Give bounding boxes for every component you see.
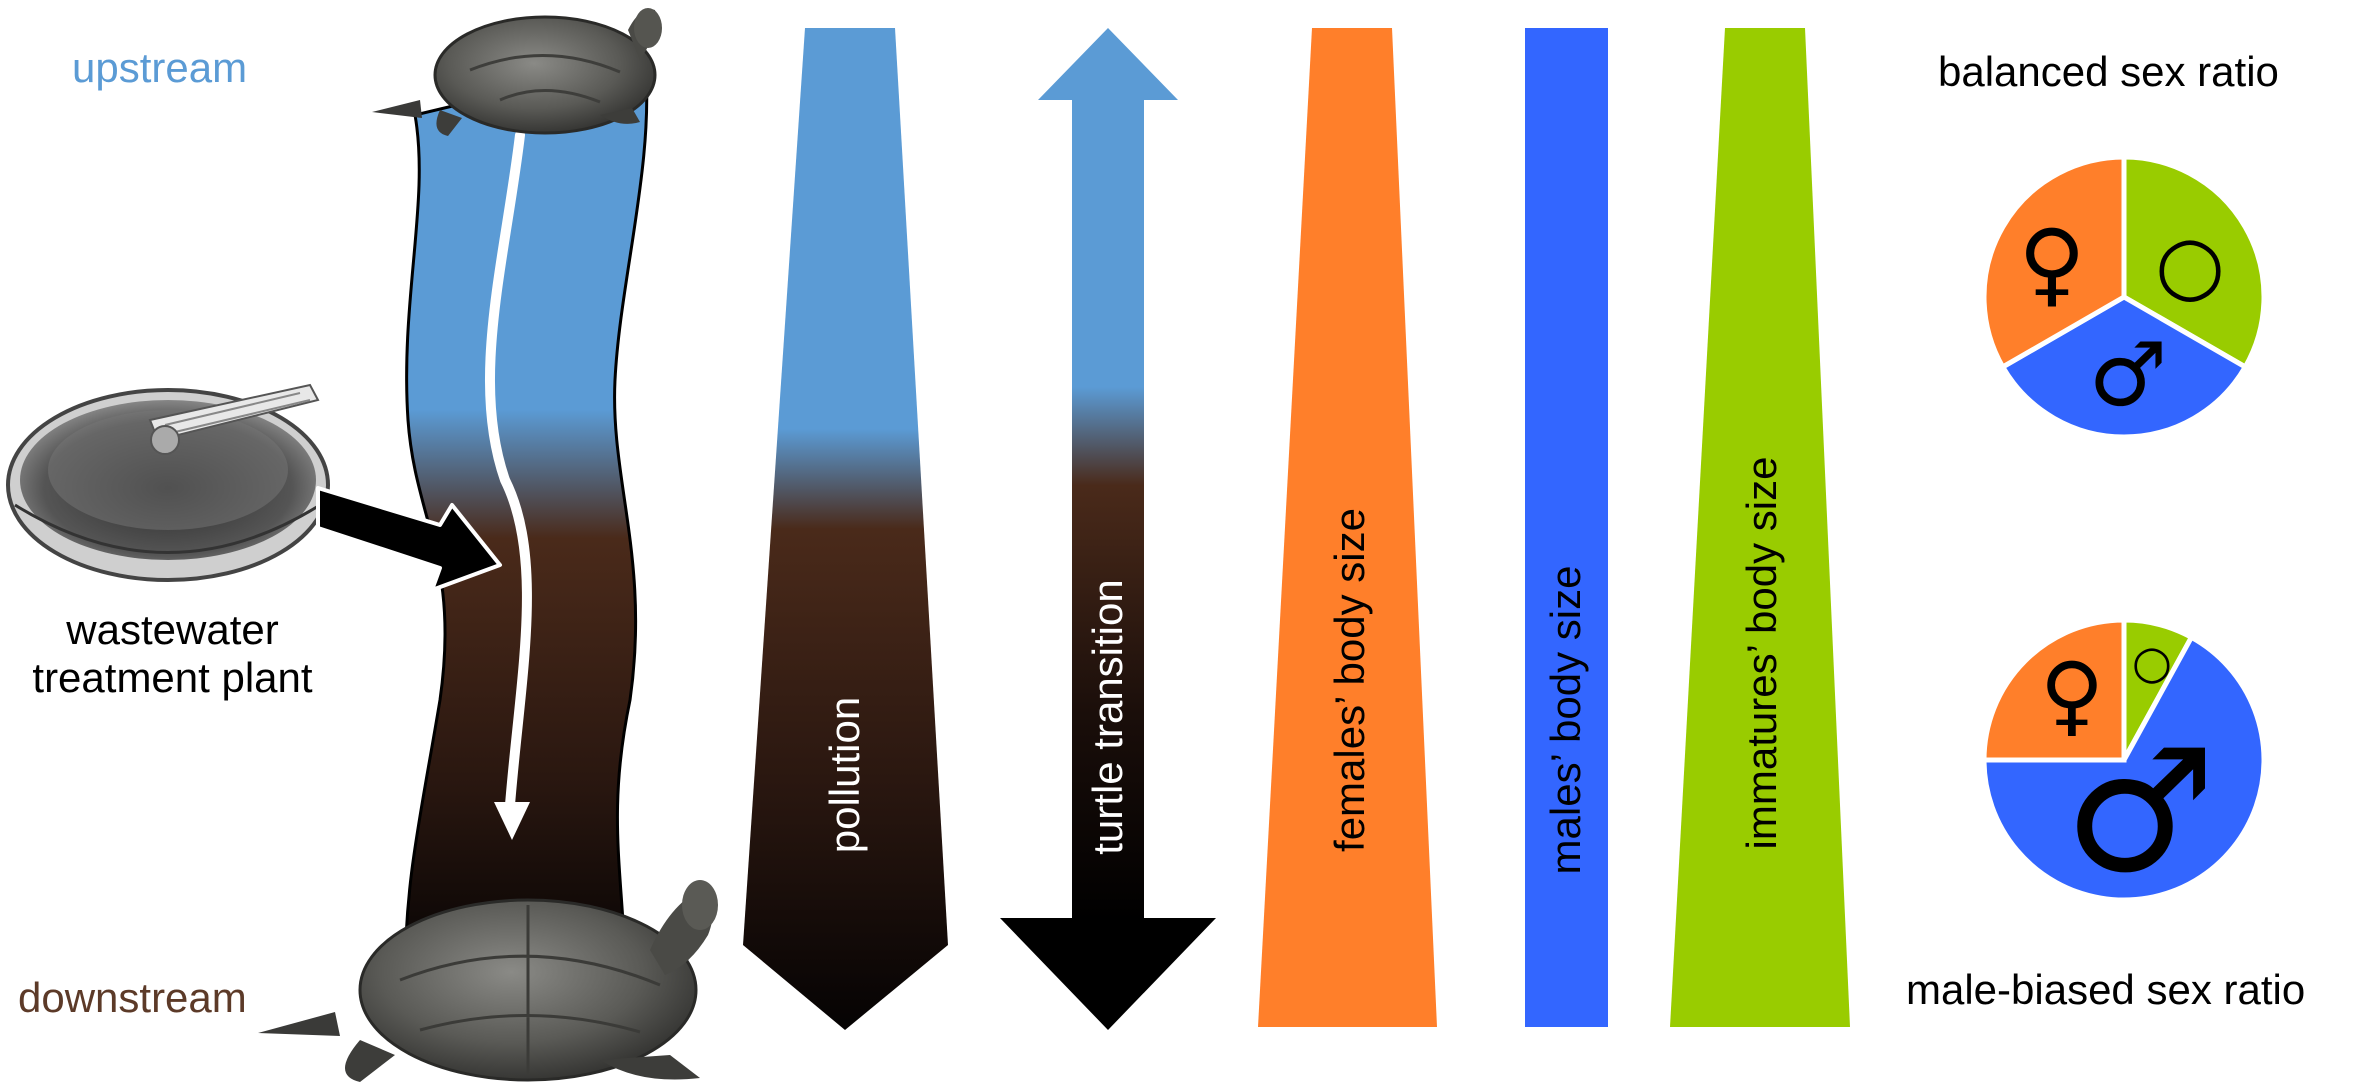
wastewater-label-line1: wastewater (0, 606, 345, 654)
pollution-label: pollution (824, 697, 866, 853)
upstream-label: upstream (72, 44, 247, 92)
males-body-size-label: males’ body size (1545, 566, 1587, 875)
balanced-sex-ratio-label: balanced sex ratio (1938, 48, 2279, 96)
pollution-arrow (743, 28, 948, 1030)
turtle-transition-label: turtle transition (1087, 579, 1129, 854)
immatures-body-size-label: immatures’ body size (1741, 457, 1783, 850)
balanced-female-symbol: ♀ (2018, 210, 2085, 317)
balanced-male-symbol: ♂ (2089, 323, 2168, 426)
males-body-size-bar (1525, 28, 1608, 1027)
wastewater-label-line2: treatment plant (0, 654, 345, 702)
biased-immature-symbol: ○ (2132, 635, 2172, 689)
females-body-size-label: females’ body size (1329, 508, 1371, 852)
balanced-immature-symbol: ○ (2155, 218, 2225, 311)
biased-male-symbol: ♂ (2064, 713, 2216, 911)
downstream-turtle-image (258, 880, 718, 1082)
wastewater-plant-image (8, 385, 328, 580)
downstream-label: downstream (18, 974, 247, 1022)
upstream-turtle-image (372, 8, 662, 136)
wastewater-label: wastewater treatment plant (0, 606, 345, 703)
male-biased-sex-ratio-label: male-biased sex ratio (1906, 966, 2305, 1014)
turtle-transition-arrow (1000, 28, 1216, 1030)
